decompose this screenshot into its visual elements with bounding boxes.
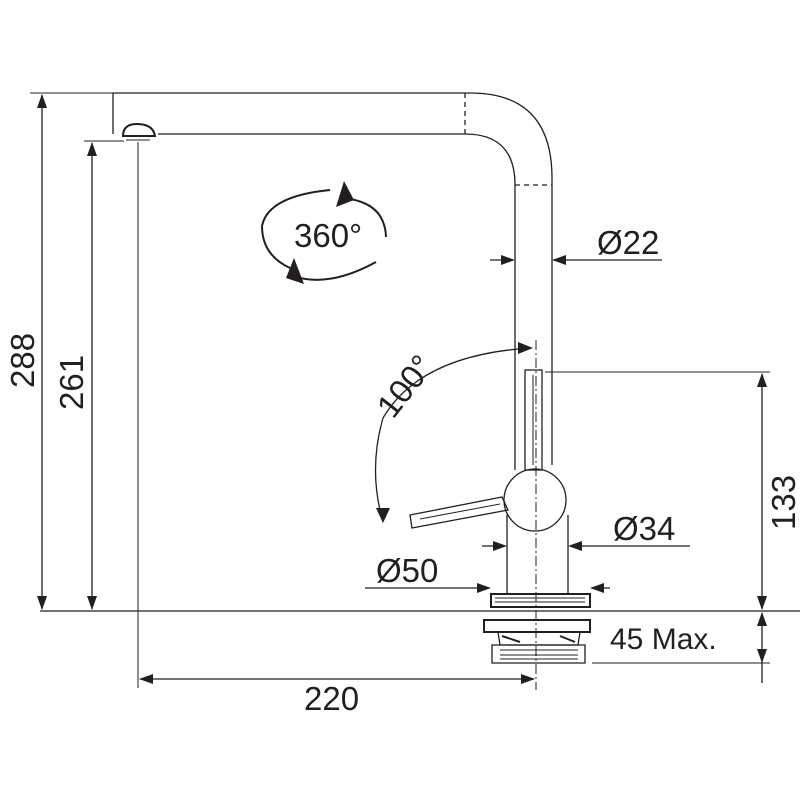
deck-thickness-arrow-bottom	[757, 649, 767, 663]
lever-angle-arrow-bottom	[376, 508, 390, 523]
total-height-label: 288	[4, 333, 41, 388]
lever-handle-lowered	[409, 496, 509, 529]
spout-outer-edge	[113, 92, 553, 465]
lever-height-arrow-bottom	[757, 596, 767, 610]
rotation-360-symbol: 360°	[261, 181, 387, 284]
lever-height-dimension: 133	[545, 371, 800, 610]
body-diameter-callout: Ø34	[482, 510, 690, 551]
lever-angle-dimension: 100°	[369, 342, 533, 523]
rotation-arrowhead-bottom	[286, 258, 304, 284]
reach-arrow-right	[521, 674, 535, 684]
spout-inner-edge	[158, 133, 516, 470]
spout-height-arrow-top	[87, 142, 97, 156]
rotation-arrow-top-left	[261, 189, 331, 227]
body-diameter-arrow-left	[493, 541, 507, 551]
base-flange-grooves	[495, 597, 585, 603]
deck-thickness-label: 45 Max.	[610, 623, 717, 656]
rotation-arrow-top-right	[349, 198, 387, 238]
body-diameter-label: Ø34	[613, 510, 675, 547]
mounting-screw-right	[559, 635, 576, 643]
mounting-nut-thread	[500, 649, 578, 660]
spout-diameter-arrow-right	[552, 255, 566, 265]
body-diameter-arrow-right	[568, 541, 582, 551]
spout-diameter-arrow-left	[501, 255, 515, 265]
lever-handle-vertical	[524, 369, 543, 471]
total-height-arrow-bottom	[37, 596, 47, 610]
lever-height-label: 133	[765, 475, 800, 530]
base-diameter-arrow-left	[477, 583, 491, 593]
lever-height-arrow-top	[757, 373, 767, 387]
base-diameter-arrow-right	[590, 583, 604, 593]
spout-diameter-callout: Ø22	[490, 224, 662, 265]
reach-dimension: 220	[137, 142, 535, 717]
reach-label: 220	[304, 680, 359, 717]
rotation-arrowhead-top	[336, 181, 354, 207]
lever-angle-label: 100°	[369, 348, 440, 425]
spout-height-label: 261	[53, 355, 90, 410]
base-diameter-callout: Ø50	[365, 552, 610, 593]
swivel-angle-label: 360°	[294, 217, 362, 254]
mounting-nut	[491, 644, 586, 664]
faucet-outline	[40, 92, 800, 690]
spout-height-arrow-bottom	[87, 596, 97, 610]
mounting-screw-left	[501, 635, 521, 643]
mounting-washer	[483, 619, 591, 633]
base-diameter-label: Ø50	[376, 552, 438, 589]
lever-lowered-center	[419, 503, 501, 520]
total-height-arrow-top	[37, 94, 47, 108]
spout-diameter-label: Ø22	[597, 224, 659, 261]
base-flange	[490, 593, 591, 608]
body-ball-joint	[503, 468, 567, 532]
rotation-arrow-left	[261, 225, 291, 269]
deck-thickness-dimension: 45 Max.	[592, 612, 770, 683]
aerator-nozzle	[121, 122, 157, 137]
reach-arrow-left	[139, 674, 153, 684]
deck-thickness-arrow-top	[757, 612, 767, 626]
lever-angle-arc	[374, 347, 531, 523]
lever-angle-arrow-top	[518, 342, 533, 354]
height-dimensions: 288 261	[4, 92, 124, 610]
